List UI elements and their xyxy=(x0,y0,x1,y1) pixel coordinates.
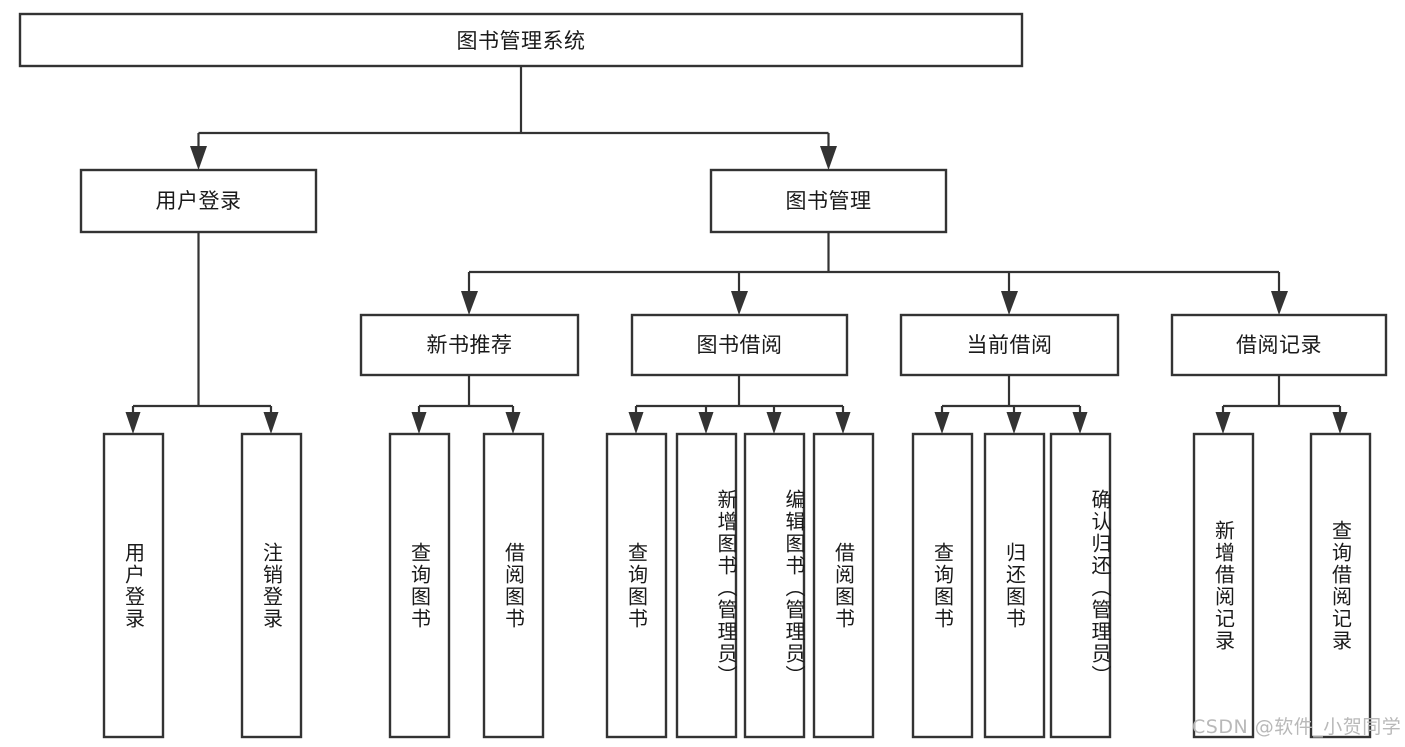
node-leaf-borrow-book-2-box[interactable] xyxy=(812,432,875,739)
arrowhead-leaf-add-record xyxy=(1215,412,1231,434)
node-leaf-query-book-1-box[interactable] xyxy=(388,432,451,739)
node-leaf-add-book-box[interactable] xyxy=(675,432,738,739)
arrowhead-leaf-return-book xyxy=(1006,412,1022,434)
node-current-borrow-label: 当前借阅 xyxy=(967,333,1053,357)
node-root-label: 图书管理系统 xyxy=(457,29,586,53)
arrowhead-leaf-confirm-return xyxy=(1072,412,1088,434)
connector-group xyxy=(125,66,1348,434)
node-book-manage-label: 图书管理 xyxy=(786,189,872,213)
arrowhead-leaf-add-book xyxy=(698,412,714,434)
node-leaf-logout-box[interactable] xyxy=(240,432,303,739)
node-leaf-add-record-box[interactable] xyxy=(1192,432,1255,739)
node-leaf-query-book-2-box[interactable] xyxy=(605,432,668,739)
arrowhead-borrow-record xyxy=(1271,291,1288,315)
node-user-login-label: 用户登录 xyxy=(156,189,242,213)
arrowhead-new-book-rec xyxy=(461,291,478,315)
node-group: 图书管理系统 用户登录 图书管理 新书推荐 图书借阅 当前借阅 借阅记录 xyxy=(18,12,1388,739)
node-new-book-rec-label: 新书推荐 xyxy=(427,333,513,357)
arrowhead-leaf-user-login xyxy=(125,412,141,434)
node-book-borrow-box[interactable] xyxy=(630,313,849,377)
node-book-manage-box[interactable] xyxy=(709,168,948,234)
node-leaf-edit-book-box[interactable] xyxy=(743,432,806,739)
arrowhead-book-manage xyxy=(820,146,837,170)
arrowhead-leaf-query-book-2 xyxy=(628,412,644,434)
node-leaf-borrow-book-1-box[interactable] xyxy=(482,432,545,739)
node-leaf-user-login-box[interactable] xyxy=(102,432,165,739)
node-leaf-return-book-box[interactable] xyxy=(983,432,1046,739)
arrowhead-leaf-borrow-book-2 xyxy=(835,412,851,434)
arrowhead-user-login xyxy=(190,146,207,170)
arrowhead-leaf-query-book-1 xyxy=(411,412,427,434)
node-new-book-rec-box[interactable] xyxy=(359,313,580,377)
arrowhead-leaf-query-record xyxy=(1332,412,1348,434)
node-borrow-record-box[interactable] xyxy=(1170,313,1388,377)
node-root-box[interactable] xyxy=(18,12,1024,68)
node-user-login-box[interactable] xyxy=(79,168,318,234)
csdn-watermark: CSDN @软件_小贺同学 xyxy=(1192,716,1402,738)
node-leaf-confirm-return-box[interactable] xyxy=(1049,432,1112,739)
node-borrow-record-label: 借阅记录 xyxy=(1236,333,1322,357)
arrowhead-leaf-query-book-3 xyxy=(934,412,950,434)
node-book-borrow-label: 图书借阅 xyxy=(697,333,783,357)
arrowhead-current-borrow xyxy=(1001,291,1018,315)
arrowhead-leaf-edit-book xyxy=(766,412,782,434)
arrowhead-leaf-borrow-book-1 xyxy=(505,412,521,434)
node-leaf-query-book-3-box[interactable] xyxy=(911,432,974,739)
node-leaf-query-record-box[interactable] xyxy=(1309,432,1372,739)
arrowhead-leaf-logout xyxy=(263,412,279,434)
arrowhead-book-borrow xyxy=(731,291,748,315)
node-current-borrow-box[interactable] xyxy=(899,313,1120,377)
